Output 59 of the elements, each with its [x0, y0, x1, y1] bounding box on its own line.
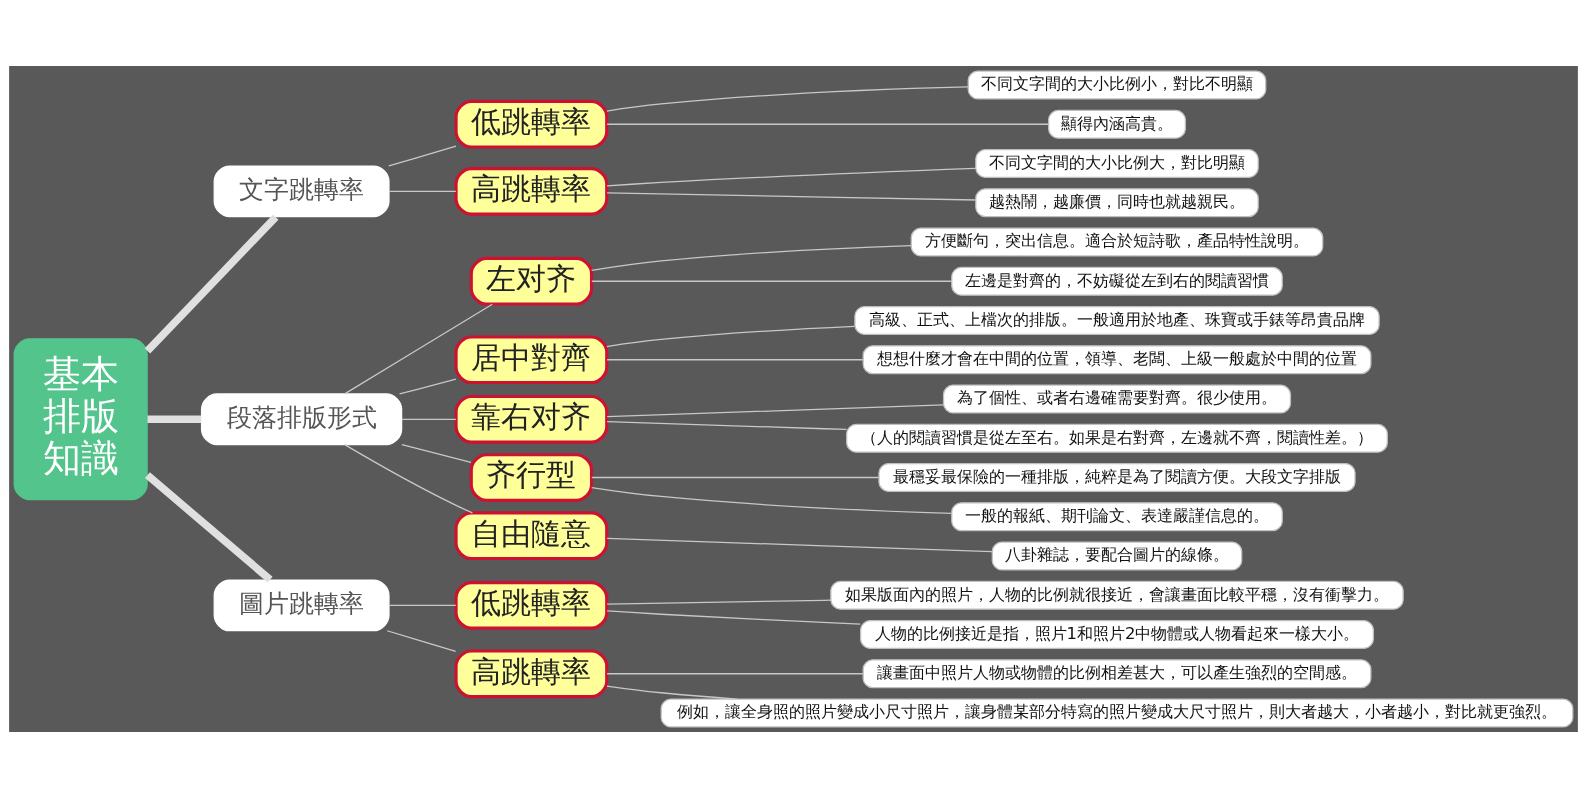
node-box: 方便斷句，突出信息。適合於短詩歌，產品特性說明。	[910, 227, 1323, 257]
connector	[605, 537, 992, 553]
node-box: 低跳轉率	[454, 99, 608, 149]
node-box: 想想什麼才會在中間的位置，領導、老闆、上級一般處於中間的位置	[862, 345, 1371, 375]
node-box: 不同文字間的大小比例小，對比不明顯	[967, 70, 1266, 100]
node-box: 自由隨意	[454, 511, 608, 561]
node-box: 最穩妥最保險的一種排版，純粹是為了閱讀方便。大段文字排版	[877, 462, 1356, 493]
connector	[605, 359, 864, 361]
connector	[605, 685, 738, 700]
node-box: 人物的比例接近是指，照片1和照片2中物體或人物看起來一樣大小。	[859, 619, 1374, 650]
connector	[400, 418, 457, 420]
connector	[605, 404, 944, 418]
node-box: 齐行型	[469, 453, 593, 502]
node-box: 一般的報紙、期刊論文、表達嚴謹信息的。	[950, 502, 1283, 532]
node-box: 左对齐	[469, 256, 593, 306]
node-box: 文字跳轉率	[213, 165, 390, 218]
connector	[400, 444, 472, 463]
node-box: 八卦雜誌，要配合圖片的線條。	[991, 541, 1242, 571]
connector	[605, 610, 861, 625]
node-box: 低跳轉率	[454, 581, 608, 630]
node-box: 高跳轉率	[454, 649, 608, 699]
connector	[144, 214, 278, 354]
connector	[605, 86, 969, 112]
connector	[605, 421, 847, 431]
node-box: 如果版面內的照片，人物的比例就很接近，會讓畫面比較平穩，沒有衝擊力。	[829, 580, 1404, 610]
connector	[605, 167, 976, 187]
node-box: 左邊是對齊的，不妨礙從左到右的閱讀習慣	[950, 266, 1283, 296]
connector	[605, 123, 1049, 125]
connector	[590, 486, 952, 515]
connector	[386, 630, 456, 652]
connector	[605, 192, 976, 201]
node-box: 例如，讓全身照的照片變成小尺寸照片，讓身體某部分特寫的照片變成大尺寸照片，則大者越大，小者越小，對比就更強烈。	[660, 698, 1573, 728]
node-box: 讓畫面中照片人物或物體的比例相差甚大，可以產生強烈的空間感。	[862, 659, 1371, 689]
node-box: 高級、正式、上檔次的排版。一般適用於地產、珠寶或手錶等昂貴品牌	[853, 305, 1380, 336]
node-box: 靠右对齐	[454, 394, 608, 444]
connector	[605, 325, 855, 348]
node-box: 不同文字間的大小比例大，對比明顯	[974, 148, 1259, 179]
connector	[605, 599, 831, 605]
connector	[398, 378, 457, 395]
connector	[387, 190, 456, 192]
node-box: 越熱鬧，越廉價，同時也就越親民。	[974, 188, 1259, 218]
node-box: 居中對齊	[454, 335, 608, 385]
connector	[144, 472, 273, 583]
connector	[146, 415, 201, 424]
node-box: 圖片跳轉率	[213, 579, 390, 632]
node-box: 段落排版形式	[200, 393, 402, 446]
connector	[590, 244, 912, 272]
node-box: 顯得內涵高貴。	[1047, 109, 1186, 139]
connector	[605, 673, 864, 675]
node-box: （人的閱讀習慣是從左至右。如果是右對齊，左邊就不齊，閱讀性差。）	[845, 423, 1388, 453]
connector	[590, 280, 952, 282]
connector	[387, 604, 456, 606]
node-box: 為了個性、或者右邊確需要對齊。很少使用。	[942, 384, 1291, 414]
connector	[343, 444, 473, 514]
connector	[387, 145, 457, 167]
node-box: 基本排版知識	[13, 338, 148, 501]
connector	[343, 303, 493, 395]
connector	[590, 476, 879, 479]
node-box: 高跳轉率	[454, 166, 608, 216]
